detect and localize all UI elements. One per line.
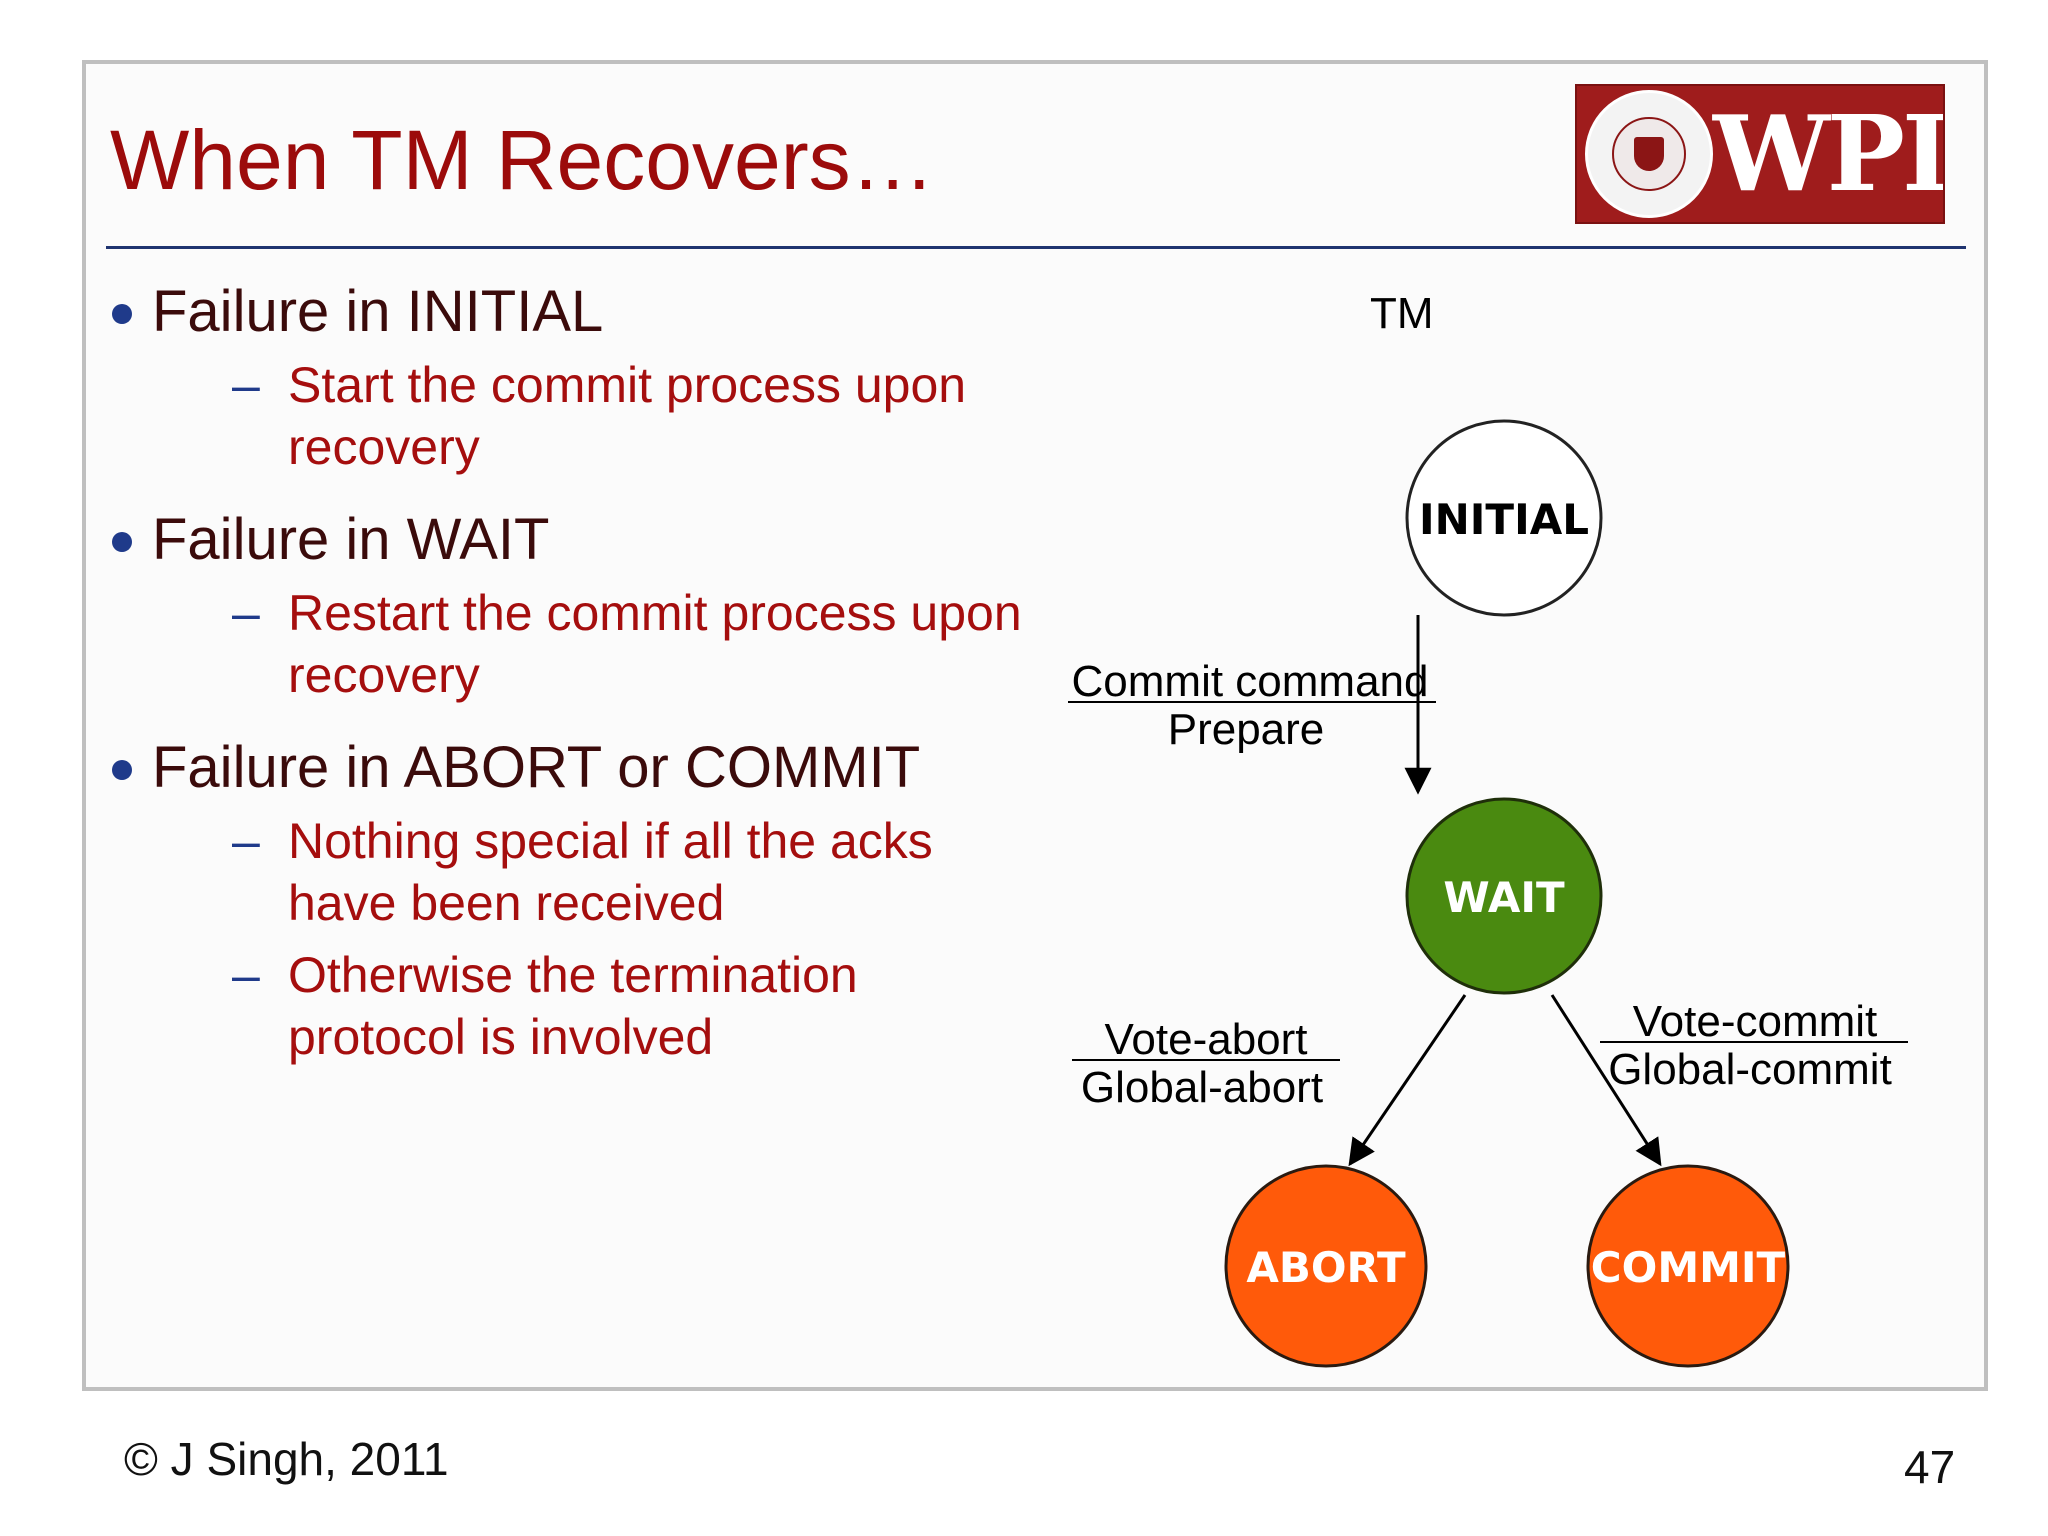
title-divider	[106, 246, 1966, 249]
state-wait: WAIT	[1405, 797, 1603, 995]
state-initial-label: INITIAL	[1419, 495, 1589, 544]
sub-bullet-text: Restart the commit process upon recovery	[288, 585, 1022, 703]
state-abort-label: ABORT	[1246, 1243, 1406, 1292]
transition-label-bottom: Prepare	[1168, 705, 1325, 754]
edge-wait-commit	[1550, 994, 1662, 1167]
bullet-list: Failure in INITIAL – Start the commit pr…	[106, 274, 1046, 1092]
dash-icon: –	[232, 357, 260, 413]
dash-icon: –	[232, 947, 260, 1003]
sub-bullet: – Restart the commit process upon recove…	[152, 582, 1046, 706]
bullet-dot-icon	[112, 760, 132, 780]
sub-bullet: – Otherwise the termination protocol is …	[152, 944, 1046, 1068]
sub-bullet-list: – Start the commit process upon recovery	[152, 354, 1046, 478]
diagram-label: TM	[1370, 289, 1434, 338]
bullet-dot-icon	[112, 532, 132, 552]
sub-bullet: – Nothing special if all the acks have b…	[152, 810, 1046, 934]
state-wait-circle	[1405, 797, 1603, 995]
state-initial: INITIAL	[1405, 419, 1603, 617]
state-abort: ABORT	[1224, 1164, 1428, 1368]
wpi-logo: WPI	[1575, 84, 1945, 224]
transition-label-bottom: Global-commit	[1608, 1045, 1892, 1094]
bullet-dot-icon	[112, 304, 132, 324]
sub-bullet-list: – Nothing special if all the acks have b…	[152, 810, 1046, 1068]
bullet-failure-wait: Failure in WAIT – Restart the commit pro…	[106, 502, 1046, 706]
transition-label-bottom: Global-abort	[1081, 1063, 1323, 1112]
sub-bullet-text: Otherwise the termination protocol is in…	[288, 947, 858, 1065]
state-commit-label: COMMIT	[1591, 1243, 1786, 1292]
transition-label-top: Commit command	[1072, 657, 1429, 706]
sub-bullet-list: – Restart the commit process upon recove…	[152, 582, 1046, 706]
wpi-seal-icon	[1585, 90, 1713, 218]
bullet-failure-initial: Failure in INITIAL – Start the commit pr…	[106, 274, 1046, 478]
footer-copyright: © J Singh, 2011	[124, 1433, 449, 1485]
state-commit-circle	[1586, 1164, 1790, 1368]
bullet-text: Failure in WAIT	[152, 507, 550, 572]
state-abort-circle	[1224, 1164, 1428, 1368]
slide: When TM Recovers… WPI Failure in INITIAL…	[82, 60, 1988, 1391]
state-wait-label: WAIT	[1443, 873, 1565, 922]
state-initial-circle	[1405, 419, 1603, 617]
sub-bullet-text: Start the commit process upon recovery	[288, 357, 967, 475]
slide-title: When TM Recovers…	[110, 113, 935, 207]
transition-label-top: Vote-commit	[1633, 997, 1878, 1046]
seal-shield-icon	[1634, 137, 1664, 171]
bullet-text: Failure in ABORT or COMMIT	[152, 735, 921, 800]
bullet-text: Failure in INITIAL	[152, 279, 604, 344]
page-number: 47	[1904, 1441, 1956, 1493]
dash-icon: –	[232, 585, 260, 641]
sub-bullet: – Start the commit process upon recovery	[152, 354, 1046, 478]
state-commit: COMMIT	[1586, 1164, 1790, 1368]
seal-inner-ring	[1612, 117, 1686, 191]
sub-bullet-text: Nothing special if all the acks have bee…	[288, 813, 933, 931]
dash-icon: –	[232, 813, 260, 869]
bullet-failure-abort-commit: Failure in ABORT or COMMIT – Nothing spe…	[106, 730, 1046, 1068]
edge-wait-abort	[1348, 994, 1467, 1167]
wpi-logo-text: WPI	[1713, 92, 1945, 215]
transition-label-top: Vote-abort	[1104, 1015, 1307, 1064]
